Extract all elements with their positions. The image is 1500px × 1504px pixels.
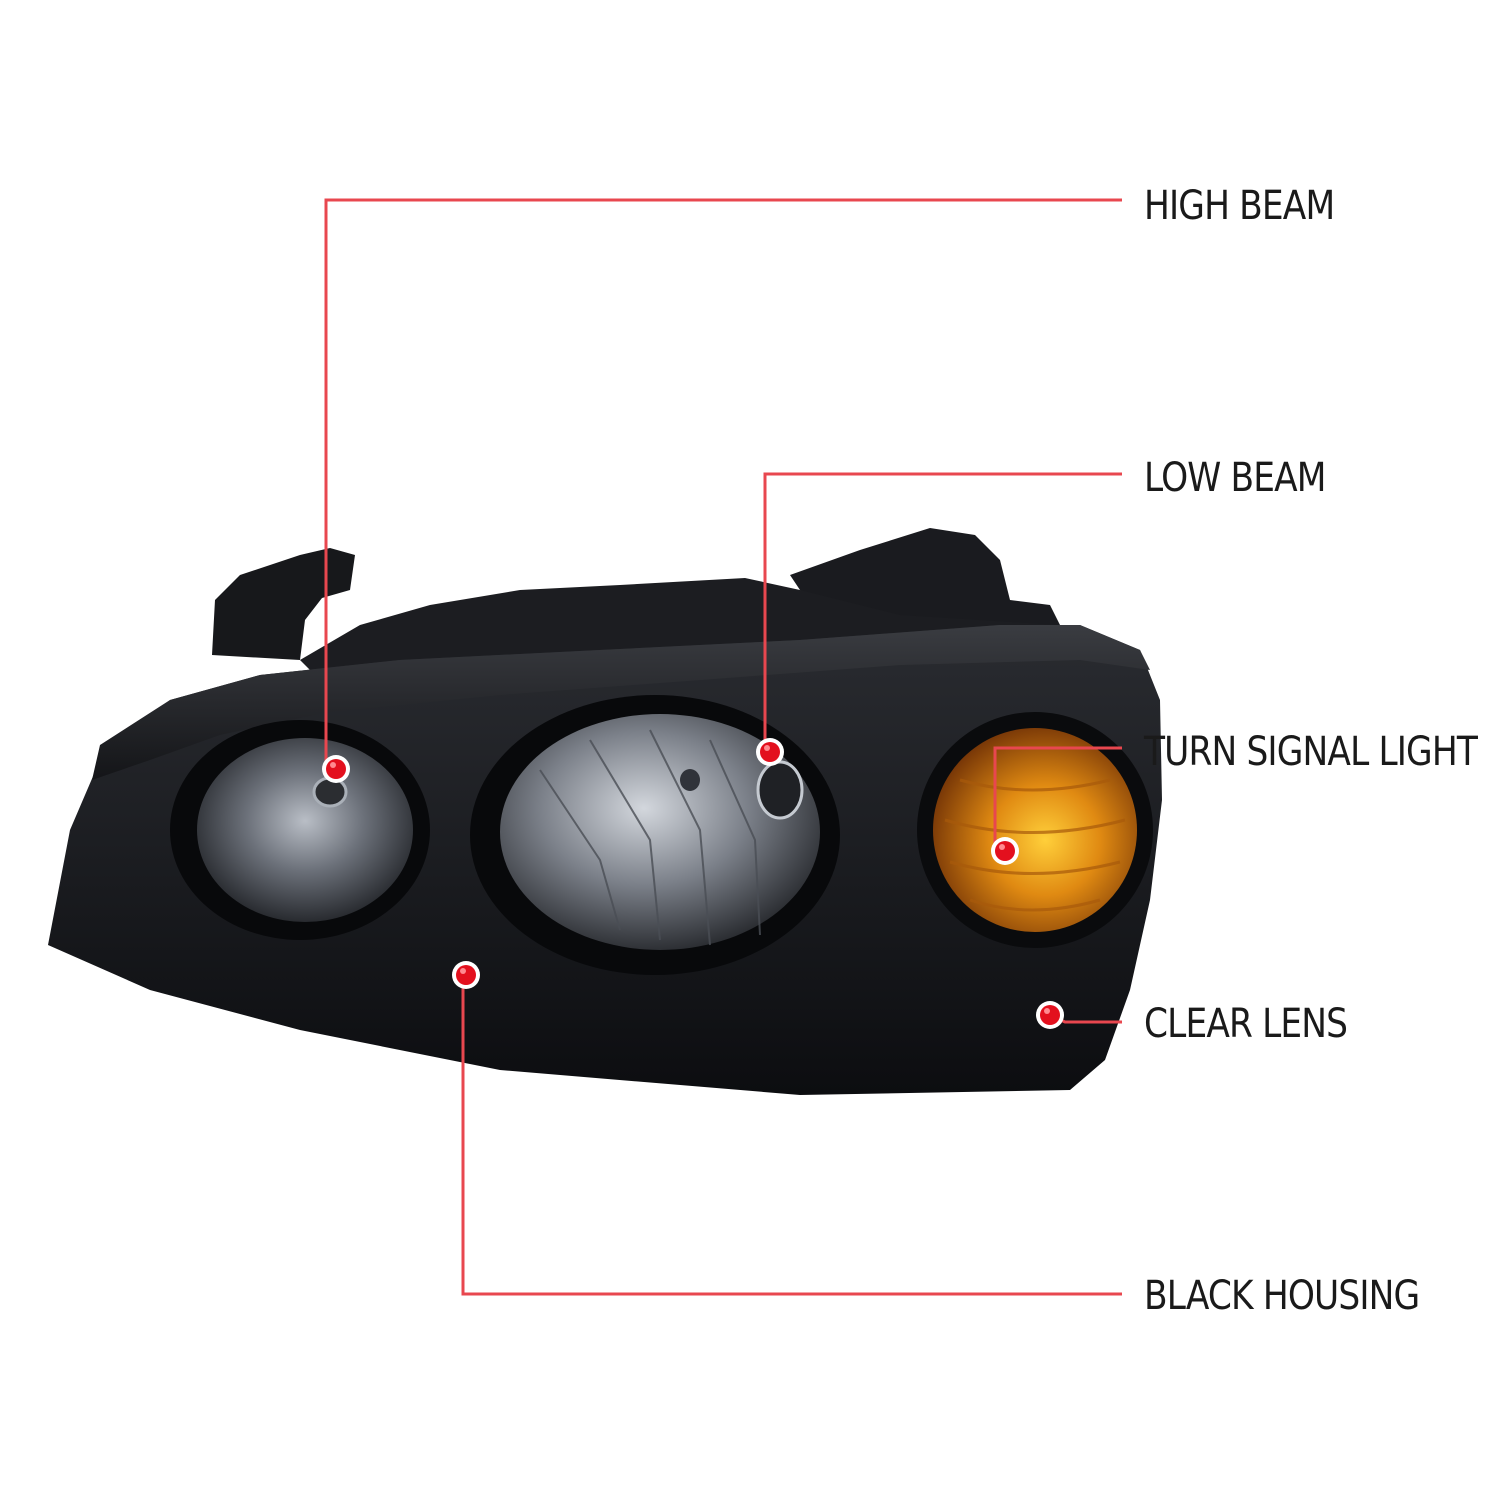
callout-label-black-housing: BLACK HOUSING bbox=[1144, 1273, 1420, 1319]
black-housing-marker-dot bbox=[452, 961, 480, 989]
high-beam-marker-dot bbox=[322, 755, 350, 783]
callout-label-turn-signal: TURN SIGNAL LIGHT bbox=[1144, 729, 1478, 775]
clear-lens-marker-dot bbox=[1036, 1001, 1064, 1029]
callout-label-low-beam: LOW BEAM bbox=[1144, 455, 1326, 501]
turn-signal-lens-ridges bbox=[944, 778, 1126, 912]
high-beam-bulb bbox=[312, 776, 348, 808]
turn-signal-marker-dot bbox=[991, 837, 1019, 865]
high-beam-reflector bbox=[197, 738, 413, 922]
marker-dots bbox=[322, 738, 1064, 1029]
low-beam-reflector bbox=[500, 714, 820, 950]
callout-label-clear-lens: CLEAR LENS bbox=[1144, 1001, 1348, 1047]
low-beam-lamp-stem bbox=[680, 769, 700, 791]
callout-label-high-beam: HIGH BEAM bbox=[1144, 183, 1335, 229]
black-housing-leader-line bbox=[461, 975, 1122, 1296]
turn-signal-lens bbox=[933, 728, 1137, 932]
low-beam-reflector-facets bbox=[539, 729, 761, 946]
upper-lip bbox=[92, 625, 1150, 780]
low-beam-bulb bbox=[756, 760, 804, 820]
low-beam-marker-dot bbox=[756, 738, 784, 766]
left-mounting-bracket bbox=[212, 548, 355, 660]
